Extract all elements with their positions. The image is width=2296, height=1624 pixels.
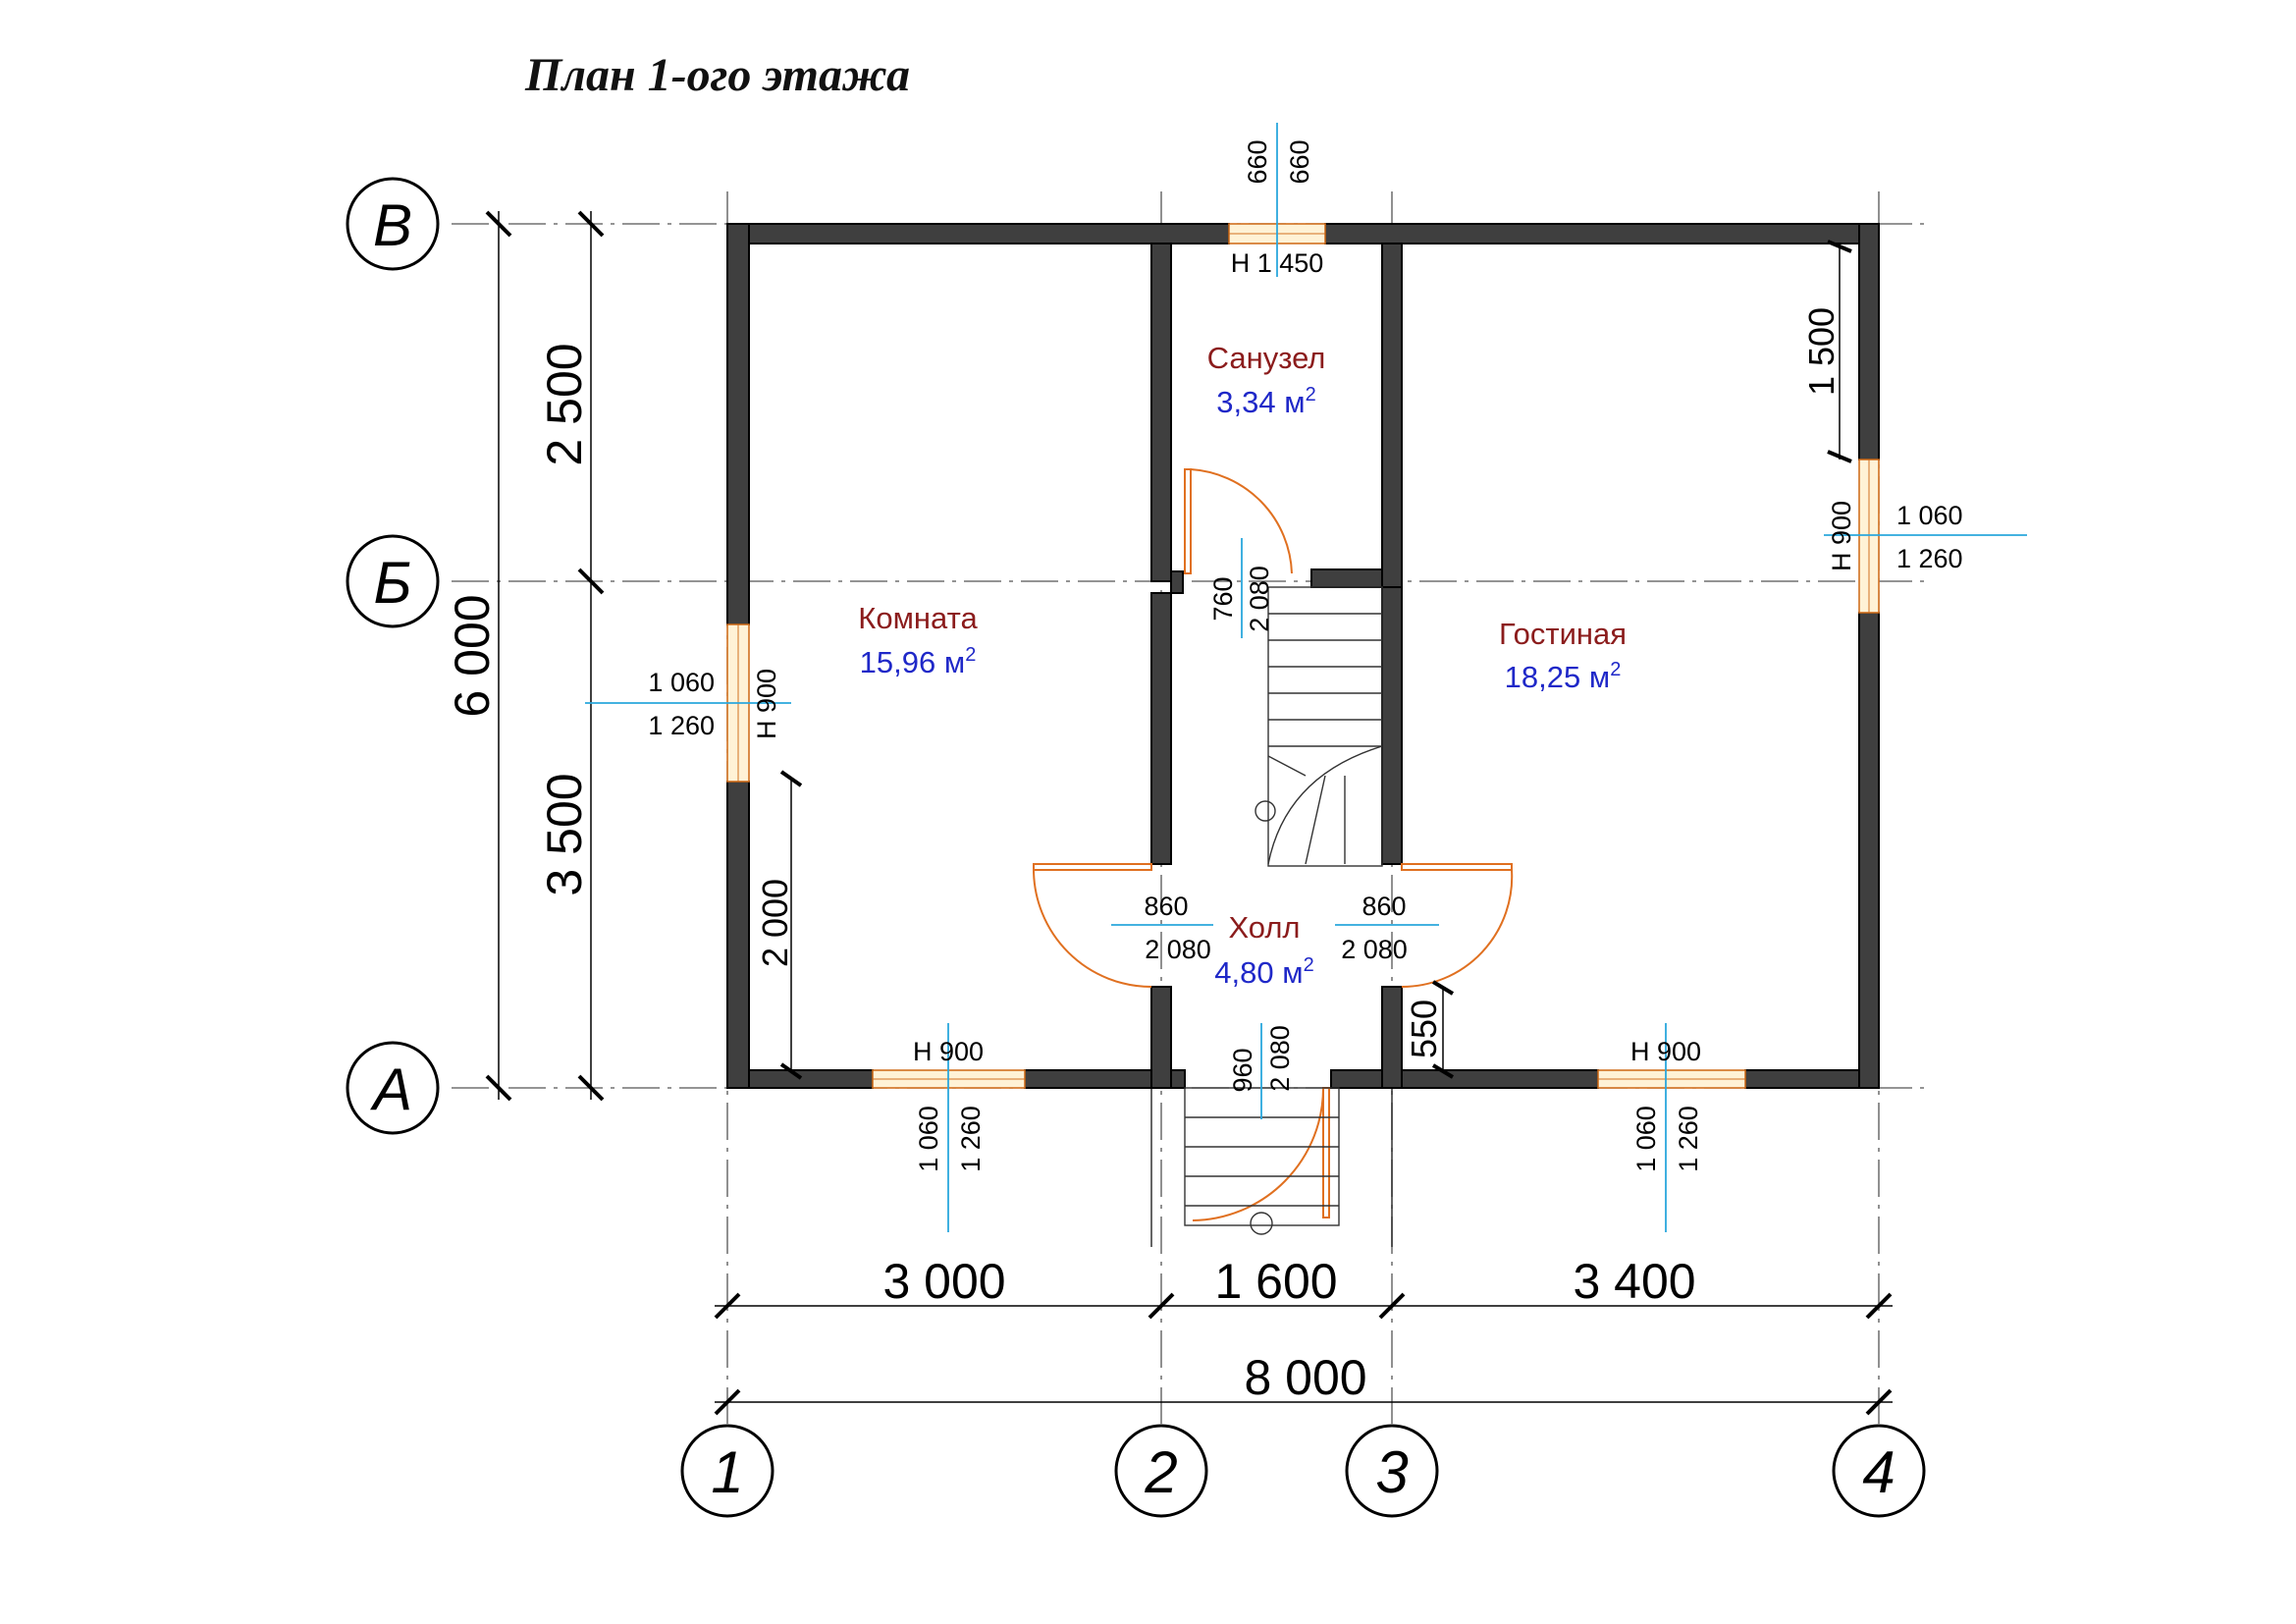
top-window-left: 660	[1243, 139, 1272, 184]
dim-bottom-total: 8 000	[1244, 1350, 1366, 1405]
left-window-width: 1 060	[648, 668, 715, 697]
left-window-height: 1 260	[648, 711, 715, 740]
dim-bottom-col1: 3 000	[882, 1254, 1005, 1309]
entrance-door-height: 2 080	[1265, 1025, 1295, 1092]
axis-label-a: А	[370, 1056, 412, 1122]
room-name-gostinaya: Гостиная	[1499, 617, 1627, 651]
hall-right-door-width: 860	[1362, 892, 1406, 921]
bottom-left-window-height: 1 260	[956, 1106, 986, 1172]
room-labels: Комната 15,96 м2 Санузел 3,34 м2 Гостина…	[858, 341, 1627, 990]
left-dimension-chain: 6 000 2 500 3 500	[445, 210, 605, 1102]
axis-label-b: Б	[373, 550, 411, 616]
bath-door-width: 760	[1208, 576, 1238, 621]
dim-bottom-col3: 3 400	[1573, 1254, 1695, 1309]
room-name-sanuzel: Санузел	[1207, 341, 1326, 375]
axis-label-1: 1	[711, 1439, 743, 1505]
axis-label-3: 3	[1375, 1439, 1408, 1505]
opening-markers	[585, 123, 2027, 1232]
axis-label-4: 4	[1862, 1439, 1895, 1505]
column-axis-bubbles: 1 2 3 4	[680, 1424, 1926, 1518]
left-window-sill: Н 900	[752, 669, 781, 739]
right-window-sill: Н 900	[1827, 501, 1856, 571]
top-window-right: 660	[1285, 139, 1314, 184]
hall-right-door-height: 2 080	[1341, 935, 1408, 964]
axis-label-2: 2	[1144, 1439, 1177, 1505]
dim-door-offset: 550	[1404, 1000, 1444, 1058]
dim-left-window-offset: 2 000	[755, 879, 795, 967]
top-window-sill: Н 1 450	[1231, 248, 1324, 278]
axis-label-v: В	[373, 192, 412, 258]
doors	[1033, 468, 1514, 1221]
bottom-right-window-sill: Н 900	[1630, 1037, 1701, 1066]
room-name-komnata: Комната	[858, 601, 978, 635]
dim-left-total: 6 000	[445, 594, 500, 717]
offset-dimensions: 1 500 2 000 550	[755, 240, 1852, 1080]
opening-labels: 660 660 Н 1 450 Н 900 1 060 1 260 1 060 …	[648, 139, 1962, 1171]
hall-left-door-height: 2 080	[1145, 935, 1211, 964]
bottom-right-window-width: 1 060	[1631, 1106, 1661, 1172]
room-area-holl: 4,80 м2	[1214, 954, 1313, 990]
entrance-door-width: 960	[1228, 1048, 1257, 1092]
stairs	[1150, 586, 1393, 1247]
room-area-sanuzel: 3,34 м2	[1216, 384, 1315, 419]
right-window-height: 1 260	[1896, 544, 1963, 573]
dim-left-lower: 3 500	[537, 773, 592, 895]
dim-left-upper: 2 500	[537, 343, 592, 465]
bottom-dimension-chain: 3 000 1 600 3 400 8 000	[714, 1254, 1893, 1416]
axis-lines	[452, 191, 1924, 1424]
room-area-komnata: 15,96 м2	[860, 644, 977, 679]
room-area-gostinaya: 18,25 м2	[1505, 659, 1622, 694]
room-name-holl: Холл	[1228, 910, 1300, 945]
bottom-left-window-sill: Н 900	[913, 1037, 984, 1066]
hall-left-door-width: 860	[1144, 892, 1188, 921]
dim-bottom-col2: 1 600	[1214, 1254, 1337, 1309]
bath-door-height: 2 080	[1245, 566, 1274, 632]
dim-right-window-offset: 1 500	[1801, 307, 1842, 396]
bottom-left-window-width: 1 060	[914, 1106, 943, 1172]
plan-title: План 1-ого этажа	[524, 49, 910, 101]
right-window-width: 1 060	[1896, 501, 1963, 530]
row-axis-bubbles: В Б А	[346, 177, 440, 1135]
bottom-right-window-height: 1 260	[1674, 1106, 1703, 1172]
